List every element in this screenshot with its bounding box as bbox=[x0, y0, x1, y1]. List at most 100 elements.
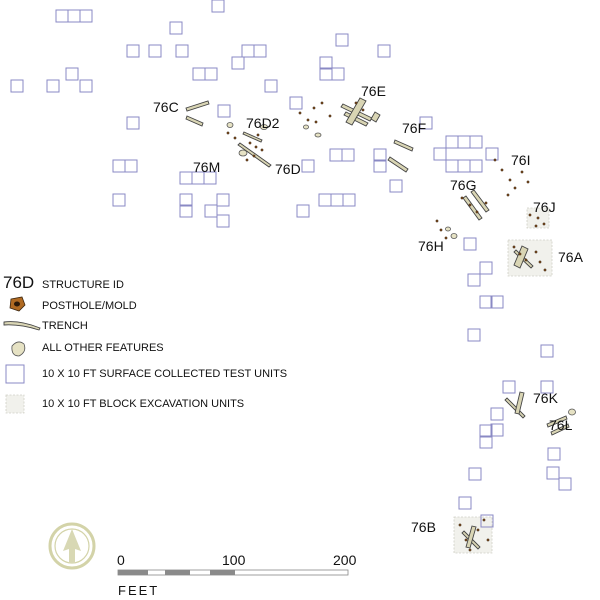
posthole bbox=[536, 216, 540, 220]
surface-test-unit bbox=[148, 44, 162, 58]
legend-structure-id-label: STRUCTURE ID bbox=[42, 279, 124, 291]
surface-test-unit bbox=[126, 116, 140, 130]
surface-test-unit bbox=[241, 44, 255, 58]
posthole bbox=[252, 154, 256, 158]
posthole bbox=[226, 131, 230, 135]
trench-feature bbox=[513, 245, 529, 269]
surface-test-unit bbox=[502, 380, 516, 394]
surface-test-units bbox=[10, 0, 572, 528]
trench-symbol-icon bbox=[3, 321, 41, 331]
surface-test-unit bbox=[490, 423, 504, 437]
postholes bbox=[226, 101, 547, 552]
surface-test-unit bbox=[331, 67, 345, 81]
posthole bbox=[260, 148, 264, 152]
posthole bbox=[526, 180, 530, 184]
posthole bbox=[460, 196, 464, 200]
posthole bbox=[468, 548, 472, 552]
surface-test-unit bbox=[433, 147, 447, 161]
structure-label-76h: 76H bbox=[418, 238, 444, 254]
surface-test-unit bbox=[192, 67, 206, 81]
posthole bbox=[528, 213, 532, 217]
surface-test-unit bbox=[468, 467, 482, 481]
surface-test-unit bbox=[467, 273, 481, 287]
surface-test-unit bbox=[419, 116, 433, 130]
posthole bbox=[439, 228, 443, 232]
surface-test-unit bbox=[204, 204, 218, 218]
trench-feature bbox=[393, 139, 414, 152]
legend-posthole-label: POSTHOLE/MOLD bbox=[42, 300, 137, 312]
structure-label-76e: 76E bbox=[361, 83, 386, 99]
surface-test-unit bbox=[485, 147, 499, 161]
surface-test-unit bbox=[373, 159, 387, 173]
structure-label-76i: 76I bbox=[511, 152, 530, 168]
surface-test-unit bbox=[490, 295, 504, 309]
surface-test-unit bbox=[377, 44, 391, 58]
posthole bbox=[298, 111, 302, 115]
posthole bbox=[484, 201, 488, 205]
posthole bbox=[233, 136, 237, 140]
surface-test-unit bbox=[217, 104, 231, 118]
structure-label-76l: 76L bbox=[549, 417, 573, 433]
legend-block-units-label: 10 X 10 FT BLOCK EXCAVATION UNITS bbox=[42, 398, 245, 410]
posthole bbox=[512, 245, 516, 249]
surface-test-unit bbox=[289, 96, 303, 110]
surface-test-unit bbox=[469, 135, 483, 149]
legend-structure-id-sample: 76D bbox=[3, 273, 35, 292]
surface-test-unit bbox=[318, 193, 332, 207]
posthole bbox=[354, 101, 358, 105]
surface-test-unit bbox=[540, 344, 554, 358]
structure-label-76a: 76A bbox=[558, 249, 584, 265]
trench-feature bbox=[185, 100, 210, 112]
surface-test-unit bbox=[253, 44, 267, 58]
structure-label-76b: 76B bbox=[411, 519, 436, 535]
surface-test-unit bbox=[479, 261, 493, 275]
legend-symbols bbox=[3, 296, 41, 414]
surface-test-unit bbox=[463, 237, 477, 251]
surface-test-unit bbox=[67, 9, 81, 23]
structure-labels: 76C 76D2 76M 76D 76E 76F 76I 76G 76J 76H… bbox=[153, 83, 584, 535]
surface-test-unit bbox=[175, 44, 189, 58]
trench-feature bbox=[185, 115, 204, 127]
posthole bbox=[542, 222, 546, 226]
posthole bbox=[534, 250, 538, 254]
posthole bbox=[435, 219, 439, 223]
posthole bbox=[468, 203, 472, 207]
posthole bbox=[314, 120, 318, 124]
posthole bbox=[464, 538, 468, 542]
surface-test-unit bbox=[480, 514, 494, 528]
surface-test-unit bbox=[112, 159, 126, 173]
scale-tick-0: 0 bbox=[117, 552, 125, 568]
surface-test-unit bbox=[445, 159, 459, 173]
surface-test-unit bbox=[179, 193, 193, 207]
trench-feature bbox=[550, 423, 570, 436]
surface-test-unit bbox=[479, 424, 493, 438]
posthole bbox=[524, 258, 528, 262]
trench-feature bbox=[514, 391, 525, 415]
posthole bbox=[361, 108, 365, 112]
scale-tick-200: 200 bbox=[333, 552, 357, 568]
surface-test-unit bbox=[169, 21, 183, 35]
trench-feature bbox=[546, 415, 568, 428]
surface-test-unit bbox=[547, 447, 561, 461]
legend-surface-units-label: 10 X 10 FT SURFACE COLLECTED TEST UNITS bbox=[42, 368, 288, 380]
feature bbox=[445, 226, 451, 232]
surface-test-unit bbox=[10, 79, 24, 93]
surface-test-unit bbox=[231, 56, 245, 70]
surface-test-unit bbox=[479, 435, 493, 449]
surface-test-unit bbox=[469, 159, 483, 173]
trench-feature bbox=[370, 111, 381, 123]
surface-test-unit bbox=[203, 171, 217, 185]
structure-label-76m: 76M bbox=[193, 159, 220, 175]
surface-test-unit bbox=[335, 33, 349, 47]
posthole bbox=[543, 268, 547, 272]
posthole bbox=[520, 170, 524, 174]
structure-label-76d: 76D bbox=[275, 161, 301, 177]
surface-test-unit bbox=[490, 407, 504, 421]
posthole bbox=[254, 145, 258, 149]
posthole bbox=[508, 178, 512, 182]
block-unit-symbol-icon bbox=[5, 394, 25, 414]
feature bbox=[303, 124, 309, 130]
surface-test-unit bbox=[319, 67, 333, 81]
feature bbox=[568, 408, 576, 416]
